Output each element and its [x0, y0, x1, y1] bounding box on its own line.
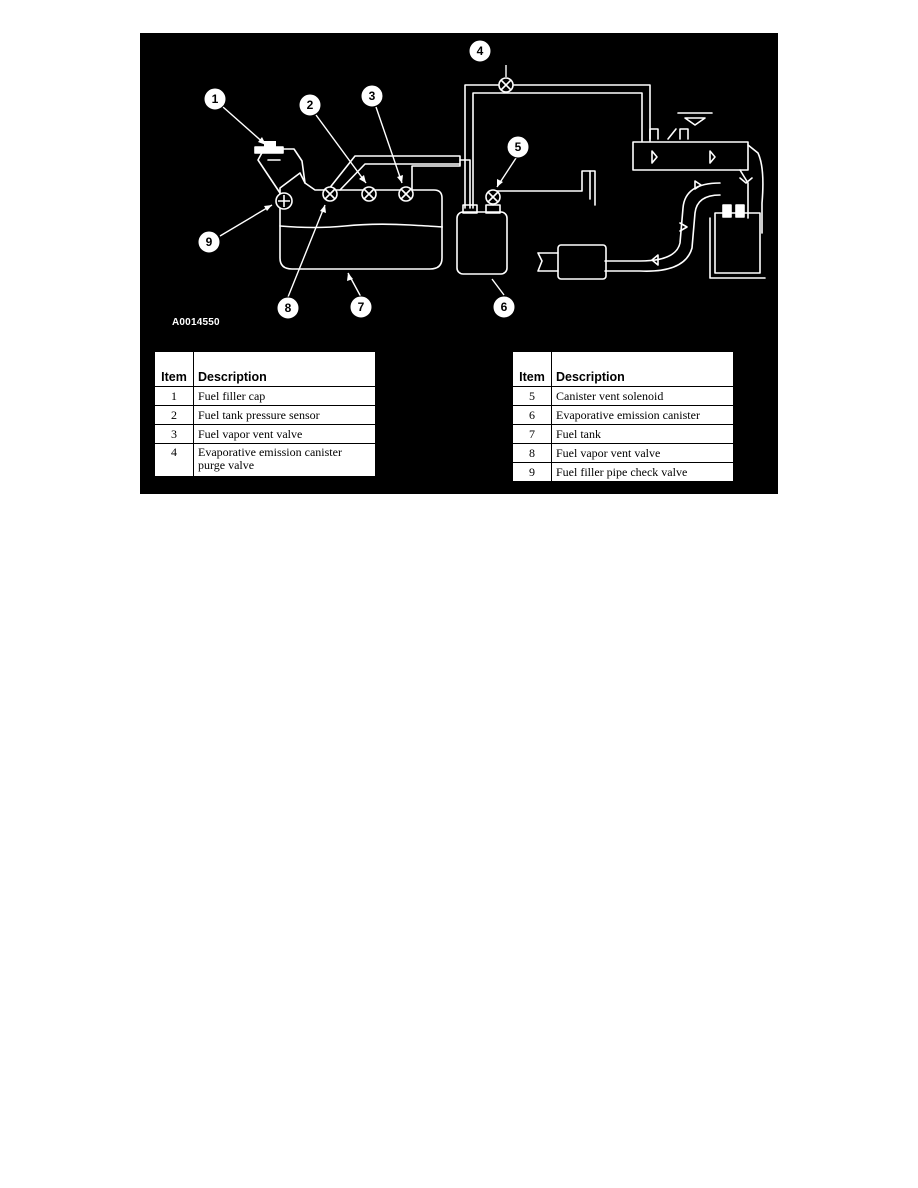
fuel-level-line [279, 223, 443, 229]
valve-9-icon [275, 192, 293, 210]
item-description: Fuel vapor vent valve [551, 443, 734, 463]
table-row: 2 Fuel tank pressure sensor [154, 405, 376, 425]
item-number: 7 [512, 424, 552, 444]
item-description: Fuel filler cap [193, 386, 376, 406]
item-number: 1 [154, 386, 194, 406]
callout-5-label: 5 [515, 140, 522, 154]
table-row: 9 Fuel filler pipe check valve [512, 462, 734, 482]
purge-line [464, 84, 651, 209]
callout-7-label: 7 [358, 300, 365, 314]
item-number: 4 [154, 443, 194, 477]
callout-8 [276, 296, 300, 320]
callout-1-label: 1 [212, 92, 219, 106]
description-header: Description [551, 351, 734, 387]
legend-header-row: Item Description [154, 351, 376, 387]
item-header: Item [512, 351, 552, 387]
item-number: 8 [512, 443, 552, 463]
legend-header-row: Item Description [512, 351, 734, 387]
description-header: Description [193, 351, 376, 387]
intake-box [632, 141, 749, 171]
item-description: Fuel vapor vent valve [193, 424, 376, 444]
engine-block [714, 212, 761, 274]
vent-line [492, 170, 596, 206]
callout-8-label: 8 [285, 301, 292, 315]
item-number: 5 [512, 386, 552, 406]
table-row: 1 Fuel filler cap [154, 386, 376, 406]
callout-3-label: 3 [369, 89, 376, 103]
legend-table-left: Item Description 1 Fuel filler cap 2 Fue… [154, 351, 376, 477]
callout-9-label: 9 [206, 235, 213, 249]
callout-6 [492, 295, 516, 319]
figure-id-label: A0014550 [172, 317, 220, 328]
canister-shape [456, 211, 508, 275]
valve-8-icon [322, 186, 338, 202]
item-description: Fuel tank pressure sensor [193, 405, 376, 425]
callout-6-label: 6 [501, 300, 508, 314]
return-duct [604, 182, 721, 272]
callout-5 [506, 135, 530, 159]
evap-system-diagram: 1 2 3 4 5 6 7 8 9 [197, 39, 766, 320]
item-number: 9 [512, 462, 552, 482]
callout-1 [203, 87, 227, 111]
item-number: 3 [154, 424, 194, 444]
legend-table-right: Item Description 5 Canister vent solenoi… [512, 351, 734, 482]
valve-2-icon [361, 186, 377, 202]
table-row: 6 Evaporative emission canister [512, 405, 734, 425]
item-description: Fuel tank [551, 424, 734, 444]
vapor-line-to-canister [459, 159, 471, 209]
callout-4 [468, 39, 492, 63]
table-row: 4 Evaporative emission canister purge va… [154, 443, 376, 477]
fuel-tank-shape [279, 172, 443, 270]
table-row: 5 Canister vent solenoid [512, 386, 734, 406]
table-row: 7 Fuel tank [512, 424, 734, 444]
evap-system-figure: 1 2 3 4 5 6 7 8 9 A0014550 Item Descript… [140, 33, 778, 494]
item-description: Canister vent solenoid [551, 386, 734, 406]
callout-2 [298, 93, 322, 117]
item-description: Fuel filler pipe check valve [551, 462, 734, 482]
item-description: Evaporative emission canister purge valv… [193, 443, 376, 477]
callout-4-label: 4 [477, 44, 484, 58]
item-description: Evaporative emission canister [551, 405, 734, 425]
item-number: 6 [512, 405, 552, 425]
filler-cap-shape [254, 146, 284, 154]
callout-7 [349, 295, 373, 319]
item-number: 2 [154, 405, 194, 425]
table-row: 3 Fuel vapor vent valve [154, 424, 376, 444]
callout-2-label: 2 [307, 98, 314, 112]
intake-duct [739, 144, 764, 234]
valve-4-icon [498, 77, 514, 93]
item-header: Item [154, 351, 194, 387]
valve-3-icon [398, 186, 414, 202]
table-row: 8 Fuel vapor vent valve [512, 443, 734, 463]
callout-3 [360, 84, 384, 108]
callout-9 [197, 230, 221, 254]
valve-5-icon [485, 189, 501, 205]
